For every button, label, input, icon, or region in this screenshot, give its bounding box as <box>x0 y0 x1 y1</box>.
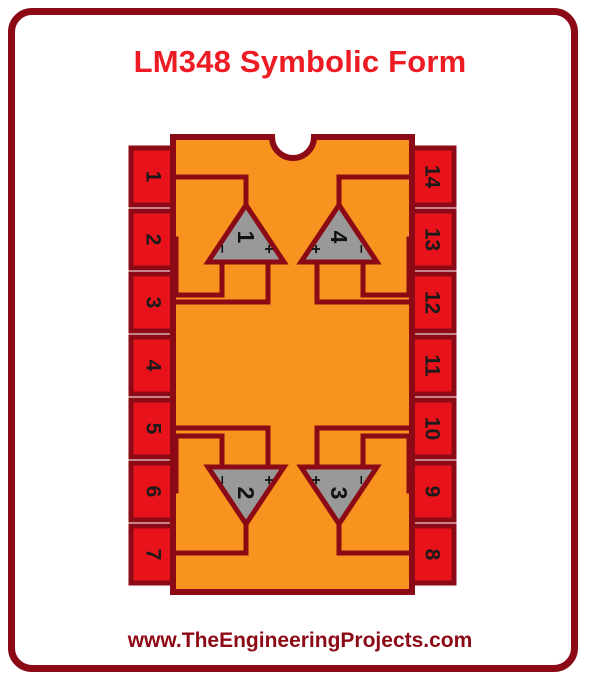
pin-1-body[interactable] <box>128 145 178 208</box>
opamp-4-plus-sign: + <box>307 244 324 254</box>
pin-3-body[interactable] <box>128 271 178 334</box>
pin-5-body[interactable] <box>128 397 178 460</box>
website-footer: www.TheEngineeringProjects.com <box>127 629 473 652</box>
opamp-3-plus-sign: + <box>307 475 324 485</box>
pin-4-body[interactable] <box>128 334 178 397</box>
pin-11-body[interactable] <box>407 334 457 397</box>
wires-opamp-2 <box>170 425 271 556</box>
pin-7-body[interactable] <box>128 523 178 586</box>
wire-opamp3-output-to-pin8 <box>336 517 415 556</box>
wire-opamp4-output-to-pin14 <box>336 174 415 212</box>
opamp-2-minus-sign: – <box>214 475 231 485</box>
wire-opamp4-minus-to-pin13 <box>360 236 415 298</box>
wires-opamp-4 <box>314 174 415 305</box>
opamp-4-number: 4 <box>326 230 353 244</box>
opamp-1-number: 1 <box>233 230 260 244</box>
wires-opamp-1 <box>170 174 271 305</box>
wire-opamp1-minus-to-pin2 <box>170 236 225 298</box>
pin-10-body[interactable] <box>407 397 457 460</box>
pin-9-body[interactable] <box>407 460 457 523</box>
opamp-4-minus-sign: – <box>353 244 370 254</box>
opamp-3-minus-sign: – <box>353 475 370 485</box>
wire-opamp1-output-to-pin1 <box>170 174 249 212</box>
opamp-3-triangle[interactable] <box>296 464 382 529</box>
wire-opamp3-minus-to-pin9 <box>360 433 415 494</box>
chip-body <box>170 134 415 595</box>
wire-opamp4-plus-to-pin12 <box>314 259 415 305</box>
wire-opamp1-plus-to-pin3 <box>170 259 271 305</box>
pin-6-body[interactable] <box>128 460 178 523</box>
opamp-1-triangle[interactable] <box>203 200 289 265</box>
opamp-2-triangle[interactable] <box>203 464 289 529</box>
opamp-3-number: 3 <box>326 486 353 500</box>
opamp-1-minus-sign: – <box>214 244 231 254</box>
opamp-1-plus-sign: + <box>260 244 277 254</box>
pin-8-body[interactable] <box>407 523 457 586</box>
pin-13-body[interactable] <box>407 208 457 271</box>
pin-14-body[interactable] <box>407 145 457 208</box>
opamp-4-triangle[interactable] <box>296 200 382 265</box>
wire-opamp2-output-to-pin7 <box>170 517 249 556</box>
pin-2-body[interactable] <box>128 208 178 271</box>
wires-opamp-3 <box>314 425 415 556</box>
opamp-2-plus-sign: + <box>260 475 277 485</box>
opamp-2-number: 2 <box>233 486 260 500</box>
wire-opamp2-minus-to-pin6 <box>170 433 225 494</box>
pin-12-body[interactable] <box>407 271 457 334</box>
page-title: LM348 Symbolic Form <box>133 44 467 79</box>
left-pin-group <box>128 145 178 586</box>
wire-opamp2-plus-to-pin5 <box>170 425 271 470</box>
wire-opamp3-plus-to-pin10 <box>314 425 415 470</box>
right-pin-group <box>407 145 457 586</box>
